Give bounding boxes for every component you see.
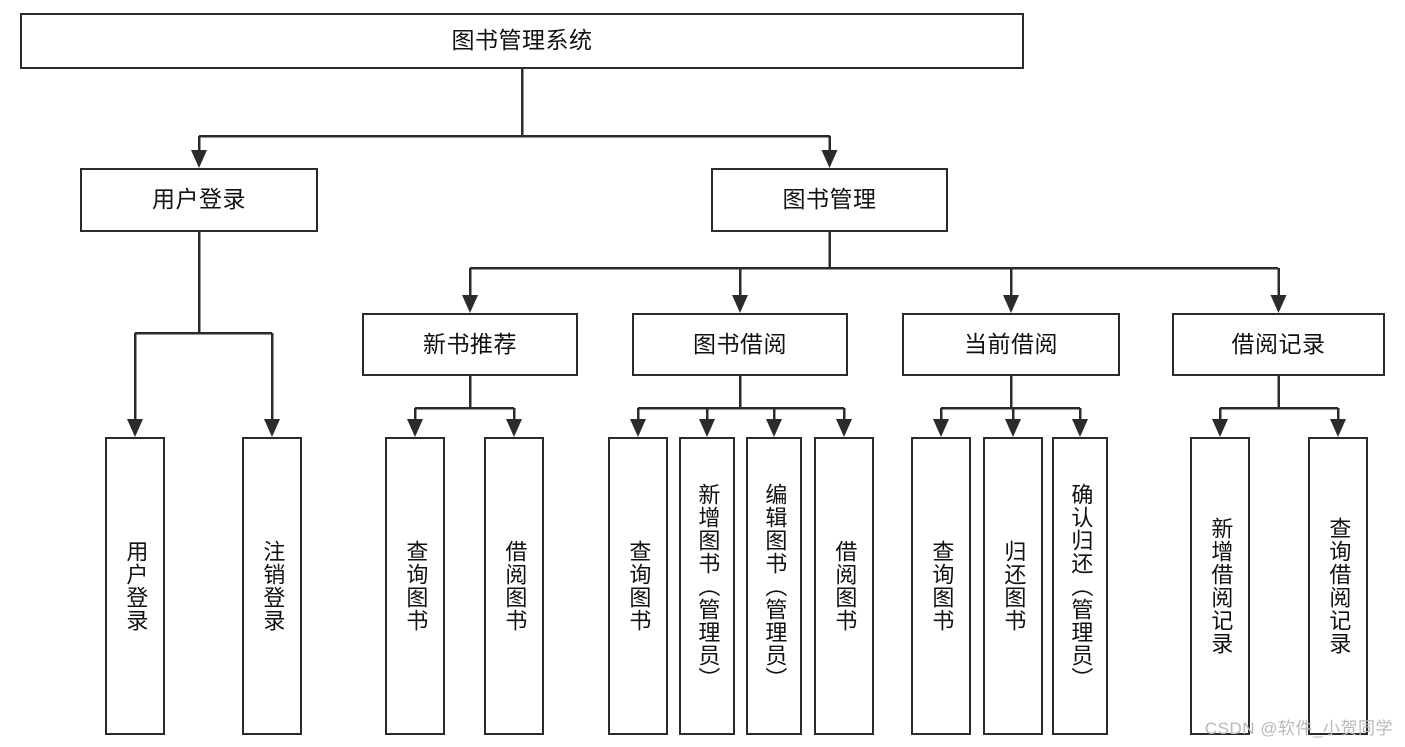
node-book-management[interactable]: 图书管理 (711, 168, 948, 232)
leaf-query-book-current[interactable]: 查询图书 (911, 437, 971, 735)
leaf-logout-login[interactable]: 注销登录 (242, 437, 302, 735)
leaf-query-book-borrow[interactable]: 查询图书 (608, 437, 668, 735)
leaf-add-book-admin[interactable]: 新增图书（管理员） (679, 437, 735, 735)
leaf-add-borrow-record[interactable]: 新增借阅记录 (1190, 437, 1250, 735)
watermark-text: CSDN @软件_小贺同学 (1204, 719, 1393, 738)
leaf-confirm-return-admin[interactable]: 确认归还（管理员） (1052, 437, 1108, 735)
leaf-query-borrow-record[interactable]: 查询借阅记录 (1308, 437, 1368, 735)
node-root[interactable]: 图书管理系统 (20, 13, 1024, 69)
leaf-borrow-book-recommend[interactable]: 借阅图书 (484, 437, 544, 735)
node-borrow-record[interactable]: 借阅记录 (1172, 313, 1385, 376)
node-new-book-recommend[interactable]: 新书推荐 (362, 313, 578, 376)
node-book-borrow[interactable]: 图书借阅 (632, 313, 848, 376)
leaf-user-login[interactable]: 用户登录 (105, 437, 165, 735)
leaf-return-book[interactable]: 归还图书 (983, 437, 1043, 735)
node-current-borrow[interactable]: 当前借阅 (902, 313, 1120, 376)
leaf-query-book-recommend[interactable]: 查询图书 (385, 437, 445, 735)
node-user-login[interactable]: 用户登录 (80, 168, 318, 232)
leaf-borrow-book[interactable]: 借阅图书 (814, 437, 874, 735)
leaf-edit-book-admin[interactable]: 编辑图书（管理员） (746, 437, 802, 735)
